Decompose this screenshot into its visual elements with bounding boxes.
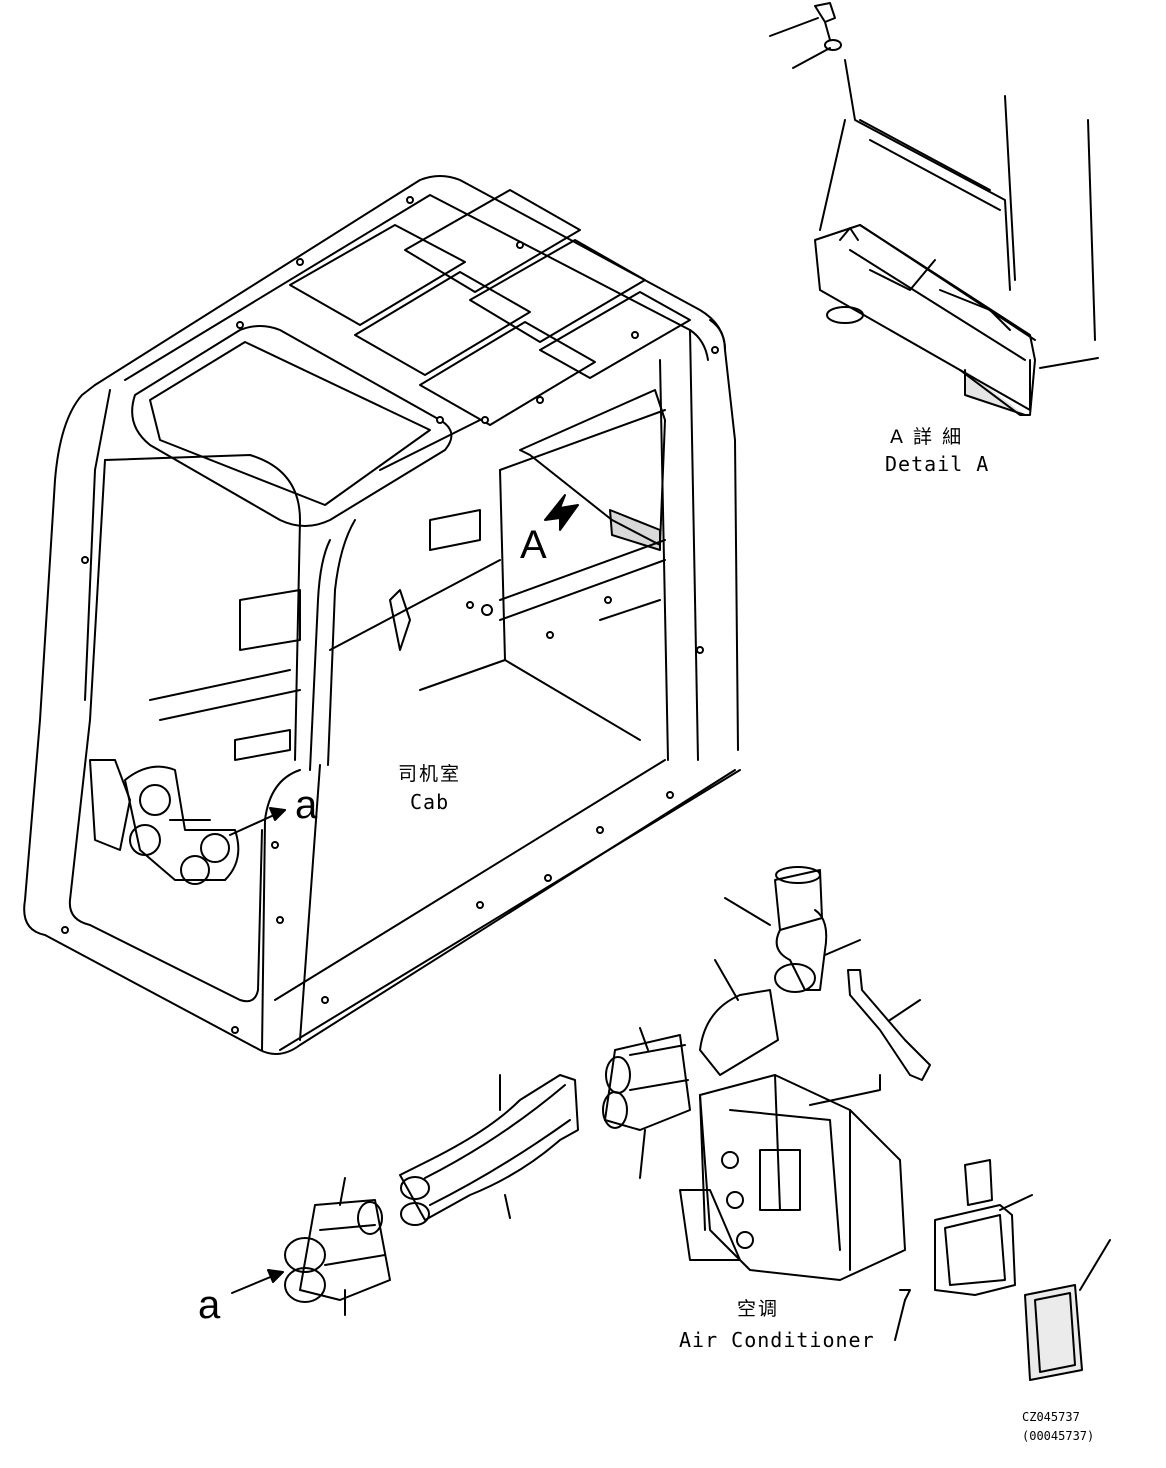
drawing-ref: (00045737) <box>1022 1429 1095 1443</box>
cab-frame <box>23 175 741 1055</box>
cab-label-cn: 司机室 <box>398 763 462 785</box>
cab-label-en: Cab <box>410 790 450 814</box>
detail-a-title-cn: A 詳 細 <box>890 426 964 448</box>
ac-label-cn: 空调 <box>737 1298 780 1320</box>
detail-a-title-en: Detail A <box>885 452 990 476</box>
view-marker-a-lower: a <box>198 1283 221 1327</box>
view-marker-A: A <box>520 523 547 567</box>
drawing-code: CZ045737 <box>1022 1410 1080 1424</box>
view-marker-a-upper: a <box>295 783 318 827</box>
duct-parts <box>231 866 1111 1381</box>
detail-a-drawing <box>769 2 1099 416</box>
ac-label-en: Air Conditioner <box>679 1328 875 1352</box>
